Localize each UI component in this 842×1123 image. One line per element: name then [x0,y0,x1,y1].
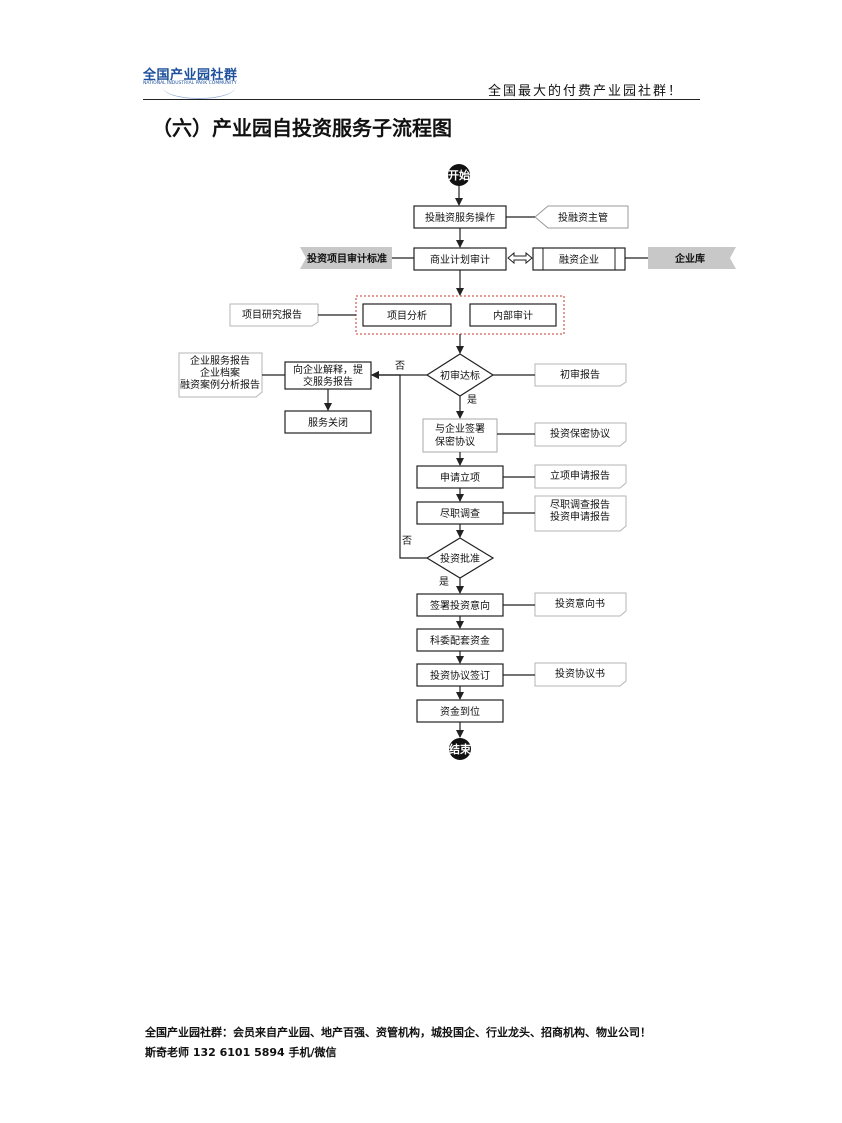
step-explain [284,361,372,390]
side-nda: 投资保密协议 [550,427,610,440]
step-sign-intent-label: 签署投资意向 [430,599,490,612]
side-reports-shape [178,352,263,398]
step-apply-project-label: 申请立项 [440,471,480,484]
start-node [448,164,470,186]
end-label: 结束 [448,742,472,756]
label-yes2: 是 [439,576,449,588]
side-nda-shape [534,422,627,447]
footer-line2: 斯奇老师 132 6101 5894 手机/微信 [145,1046,337,1059]
side-reports-line1: 企业服务报告 [190,354,250,367]
step-sign-nda-line1: 与企业签署 [435,422,485,435]
side-initial-report: 初审报告 [560,368,600,381]
logo-arc [163,76,235,99]
side-research-report-shape [229,303,319,327]
double-arrow [507,251,533,265]
step-explain-line1: 向企业解释，提 [293,363,363,376]
step-internal-audit-label: 内部审计 [493,309,533,322]
step-due-diligence-label: 尽职调查 [440,507,480,520]
step-service-close [284,410,372,434]
step-biz-plan-label: 商业计划审计 [430,253,490,266]
side-reports-line3: 融资案例分析报告 [180,378,260,391]
step-explain-line2: 交服务报告 [303,375,353,388]
step-sign-nda-line2: 保密协议 [435,435,475,448]
step-project-analysis [362,303,452,327]
edge-no2 [371,371,427,559]
side-dd-shape [534,495,627,532]
side-dd-line2: 投资申请报告 [550,510,610,523]
step-service-close-label: 服务关闭 [308,416,348,429]
side-agreement-shape [534,662,627,687]
side-reports-line2: 企业档案 [200,366,240,379]
label-yes1: 是 [467,394,477,406]
footer-line1: 全国产业园社群：会员来自产业园、地产百强、资管机构，城投国企、行业龙头、招商机构… [145,1026,651,1039]
side-enterprise-db-shape [648,247,736,269]
side-project-report: 立项申请报告 [550,469,610,482]
decision-approval-label: 投资批准 [440,552,480,565]
step-invest-op-label: 投融资服务操作 [425,211,495,224]
label-no2: 否 [402,535,412,547]
decision-initial-review-label: 初审达标 [440,369,480,382]
step-financing-co [532,247,626,271]
header-divider [143,99,700,100]
side-research-report: 项目研究报告 [242,308,302,321]
step-internal-audit [469,303,557,327]
label-no1: 否 [395,360,405,372]
step-project-analysis-label: 项目分析 [387,309,427,322]
logo: 全国产业园社群 NATIONAL INDUSTRIAL PARK COMMUNI… [143,62,243,99]
step-funds-arrive-label: 资金到位 [440,705,480,718]
side-initial-report-shape [534,363,627,387]
side-dd-line1: 尽职调查报告 [550,498,610,511]
end-node [449,738,471,760]
side-intent-letter: 投资意向书 [555,597,605,610]
side-agreement: 投资协议书 [555,667,605,680]
side-audit-standard-shape [300,247,392,269]
step-sign-agreement-label: 投资协议签订 [430,669,490,682]
side-invest-manager-shape [534,205,629,229]
page-title: （六）产业园自投资服务子流程图 [152,116,452,140]
step-allocate-funds-label: 科委配套资金 [430,634,490,647]
side-intent-letter-shape [534,592,627,617]
side-audit-standard: 投资项目审计标准 [307,252,387,265]
step-financing-co-label: 融资企业 [559,253,599,266]
header-slogan: 全国最大的付费产业园社群！ [488,84,684,99]
side-enterprise-db: 企业库 [674,252,705,265]
side-invest-manager: 投融资主管 [558,211,608,224]
start-label: 开始 [448,168,470,182]
side-project-report-shape [534,464,627,489]
